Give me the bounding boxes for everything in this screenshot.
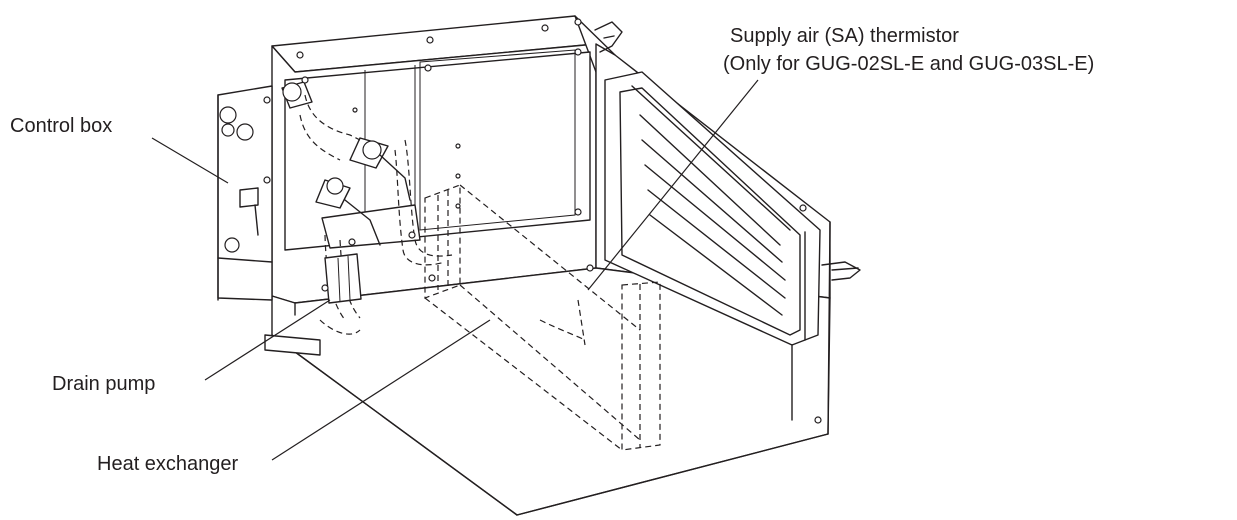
heat-exchanger-coil: [299, 94, 661, 451]
drain-pump-leader: [204, 299, 331, 381]
front-panel: [284, 49, 591, 251]
sa-thermistor-leader: [587, 79, 759, 291]
supply-duct-flange: [594, 21, 861, 421]
drain-pump-unit: [324, 253, 362, 304]
control-box-label: Control box: [10, 115, 112, 137]
screw-heads: [296, 18, 822, 424]
pipework: [281, 81, 411, 246]
heat-exchanger-leader: [271, 319, 491, 461]
sa-thermistor-note: (Only for GUG-02SL-E and GUG-03SL-E): [723, 53, 1094, 75]
heat-exchanger-label: Heat exchanger: [97, 453, 239, 475]
sa-thermistor-label: Supply air (SA) thermistor: [730, 25, 959, 47]
control-box-leader: [151, 137, 229, 184]
drain-pump-label: Drain pump: [52, 373, 155, 395]
control-box-unit: [217, 85, 273, 301]
